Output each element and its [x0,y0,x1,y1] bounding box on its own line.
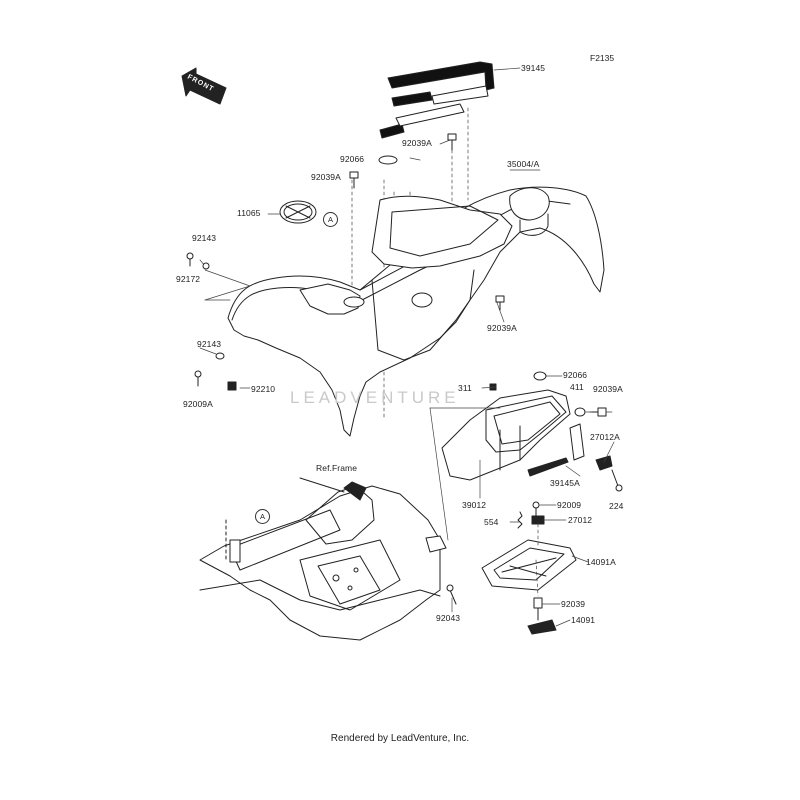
part-label-92066-right[interactable]: 92066 [563,370,588,380]
bolt-92039A-right[interactable] [589,407,607,417]
bolt-92039A-top[interactable] [447,133,457,151]
seal-39145A[interactable] [527,423,585,477]
part-label-14091[interactable]: 14091 [571,615,596,625]
part-label-224[interactable]: 224 [609,501,624,511]
part-label-35004A[interactable]: 35004/A [507,159,540,169]
callout-a-bottom: A [255,509,270,524]
part-label-92143-top[interactable]: 92143 [192,233,217,243]
part-label-39145A[interactable]: 39145A [550,478,580,488]
part-label-92172[interactable]: 92172 [176,274,201,284]
seal-strip-39145[interactable] [379,61,495,139]
bolt-92043[interactable] [446,584,457,605]
part-label-92066-top[interactable]: 92066 [340,154,365,164]
cap-92066[interactable] [378,155,398,165]
lid-14091A[interactable] [481,539,577,591]
emblem-11065[interactable] [279,200,317,224]
cap-92066-right[interactable] [533,371,547,381]
diagram-code: F2135 [590,53,615,63]
footer-credit: Rendered by LeadVenture, Inc. [330,733,470,744]
part-label-92039A-top[interactable]: 92039A [402,138,432,148]
spring-554[interactable] [517,511,523,529]
part-label-11065[interactable]: 11065 [237,208,261,218]
callout-a-top: A [323,212,338,227]
hinge-27012[interactable] [531,515,545,525]
part-label-92039[interactable]: 92039 [561,599,586,609]
part-label-411[interactable]: 411 [570,382,584,392]
part-label-92043[interactable]: 92043 [436,613,461,623]
part-label-92009A[interactable]: 92009A [183,399,213,409]
part-label-92039A-left[interactable]: 92039A [311,172,341,182]
rear-fender-35004A[interactable] [227,186,605,437]
screw-92172[interactable] [186,252,194,267]
part-label-39145[interactable]: 39145 [521,63,546,73]
part-label-92143-low[interactable]: 92143 [197,339,222,349]
bolt-92039A-mid[interactable] [495,295,505,311]
clip-92143-top[interactable] [202,262,210,270]
bolt-92039[interactable] [533,597,543,621]
washer-411[interactable] [574,407,586,417]
frame-reference [199,477,447,641]
latch-14091[interactable] [527,619,557,635]
part-label-39012[interactable]: 39012 [462,500,487,510]
pin-224[interactable] [611,469,623,492]
watermark-text: LEADVENTURE [290,388,460,407]
hinge-27012A[interactable] [595,455,613,471]
bolt-92039A-left[interactable] [349,171,359,189]
part-label-92009[interactable]: 92009 [557,500,582,510]
part-label-27012[interactable]: 27012 [568,515,593,525]
part-label-92039A-mid[interactable]: 92039A [487,323,517,333]
nut-92210[interactable] [227,381,237,391]
front-arrow-icon [181,67,227,105]
clip-92143-low[interactable] [215,352,225,360]
screw-92009A[interactable] [194,370,202,387]
part-label-92039A-right[interactable]: 92039A [593,384,623,394]
part-label-554[interactable]: 554 [484,517,499,527]
part-label-14091A[interactable]: 14091A [586,557,616,567]
storage-box-39012[interactable] [441,389,571,481]
part-label-92210[interactable]: 92210 [251,384,276,394]
part-label-311[interactable]: 311 [458,383,472,393]
ref-frame-label: Ref.Frame [316,463,358,473]
part-label-27012A[interactable]: 27012A [590,432,620,442]
